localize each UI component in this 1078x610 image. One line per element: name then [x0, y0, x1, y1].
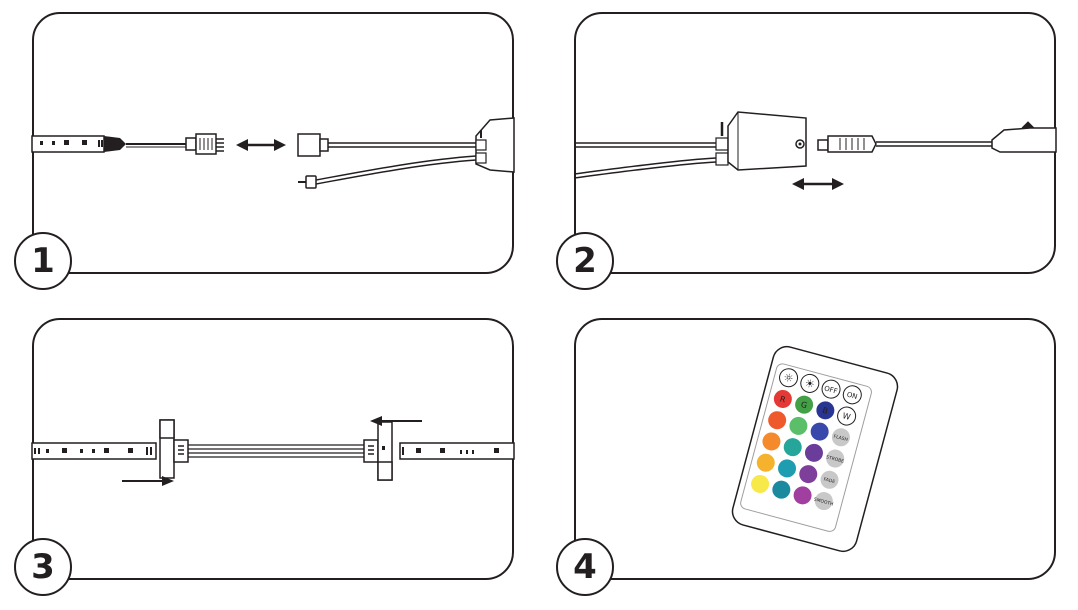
step-number-2: 2	[556, 232, 614, 290]
color-button[interactable]	[755, 452, 777, 474]
color-button[interactable]	[797, 463, 819, 485]
svg-text:☼: ☼	[782, 371, 795, 386]
color-button[interactable]	[770, 479, 792, 501]
led-strip	[31, 135, 186, 153]
smooth-button-label: SMOOTH	[813, 497, 834, 508]
svg-text:☀: ☀	[803, 376, 816, 391]
dc-power-plug	[817, 135, 992, 153]
controller-cables	[573, 142, 717, 179]
extension-cable	[188, 444, 364, 458]
red-button-label: R	[779, 394, 787, 404]
connect-double-arrow	[236, 139, 286, 151]
ir-remote: ☼ ☀ OFF ON R G B W FLASH STROBE FADE	[731, 345, 899, 553]
off-button[interactable]	[820, 378, 842, 400]
color-button[interactable]	[760, 430, 782, 452]
male-pin-connector	[185, 133, 224, 155]
strip-connector-left	[159, 419, 189, 479]
female-connector	[297, 133, 476, 157]
brightness-down-icon[interactable]	[799, 372, 821, 394]
color-button[interactable]	[803, 442, 825, 464]
led-strip-right	[399, 442, 515, 460]
fade-button-label: FADE	[823, 476, 836, 485]
blue-button-label: B	[821, 406, 829, 416]
color-button[interactable]	[782, 436, 804, 458]
flash-button[interactable]	[830, 426, 852, 448]
controller-box	[715, 111, 807, 171]
green-button[interactable]	[793, 394, 815, 416]
controller-box	[475, 117, 515, 173]
red-button[interactable]	[772, 388, 794, 410]
blue-button[interactable]	[814, 399, 836, 421]
step-number-3: 3	[14, 538, 72, 596]
color-button[interactable]	[766, 409, 788, 431]
step-number-1: 1	[14, 232, 72, 290]
on-button-label: ON	[846, 391, 858, 402]
push-arrow-right	[122, 476, 174, 486]
power-adapter	[991, 121, 1057, 153]
green-button-label: G	[800, 400, 808, 410]
color-button[interactable]	[749, 473, 771, 495]
smooth-button[interactable]	[813, 490, 835, 512]
brightness-up-icon[interactable]	[778, 367, 800, 389]
color-button[interactable]	[792, 484, 814, 506]
off-button-label: OFF	[823, 384, 838, 395]
color-button[interactable]	[787, 415, 809, 437]
fade-button[interactable]	[818, 469, 840, 491]
step-number-4: 4	[556, 538, 614, 596]
color-button[interactable]	[776, 457, 798, 479]
strobe-button-label: STROBE	[825, 454, 844, 465]
strip-connector-right	[363, 421, 393, 481]
color-button[interactable]	[809, 421, 831, 443]
flash-button-label: FLASH	[833, 433, 849, 443]
white-button-label: W	[841, 411, 851, 422]
connect-double-arrow	[792, 178, 844, 190]
white-button[interactable]	[836, 405, 858, 427]
strobe-button[interactable]	[824, 448, 846, 470]
led-strip-left	[31, 442, 157, 460]
ir-sensor-cable	[298, 155, 477, 189]
push-arrow-left	[370, 416, 422, 426]
on-button[interactable]	[841, 384, 863, 406]
